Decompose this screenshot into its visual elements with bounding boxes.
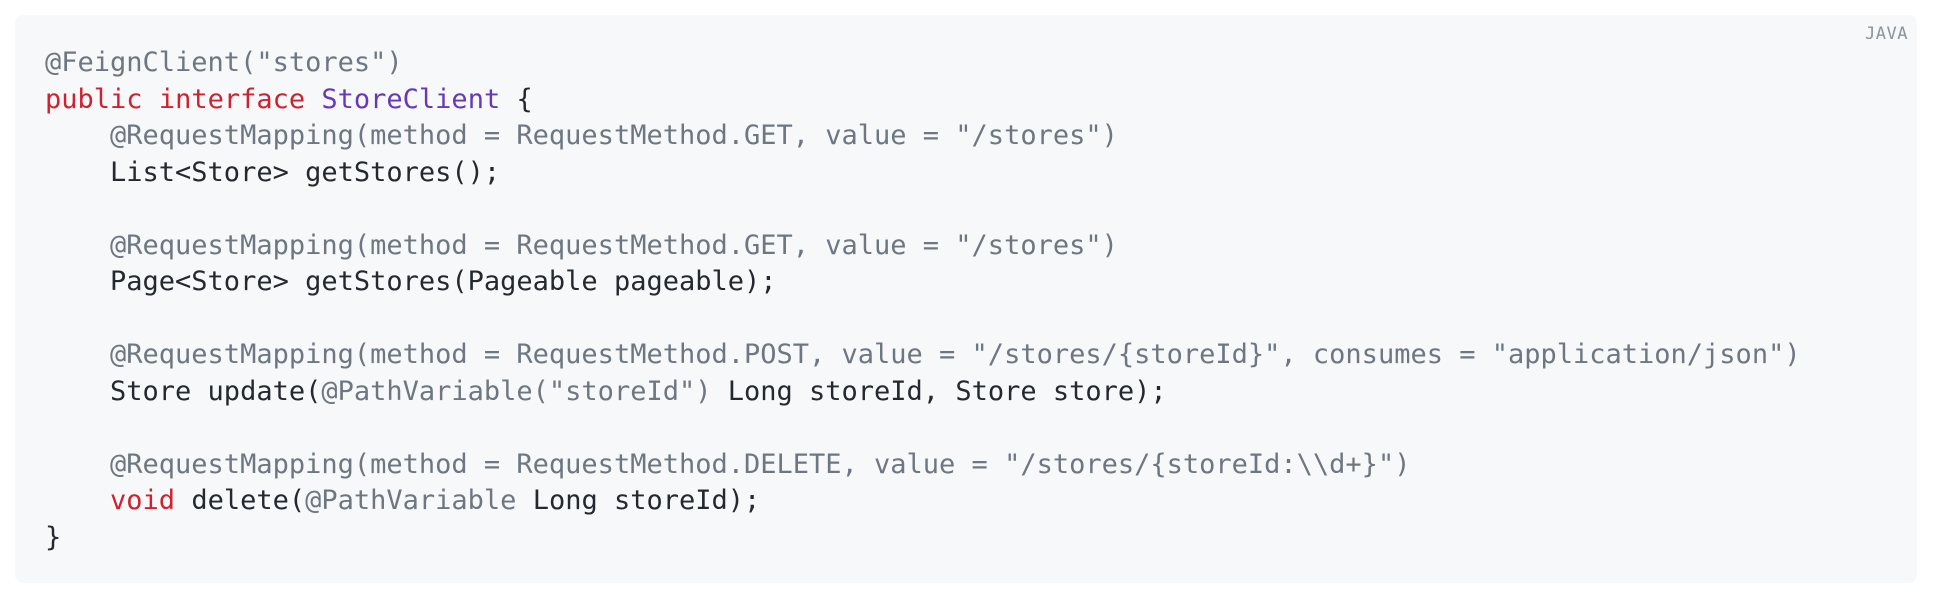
code-line: @RequestMapping(method = RequestMethod.G… (45, 228, 1801, 265)
code-token: Store update( (45, 375, 322, 407)
code-token: Page<Store> getStores(Pageable pageable)… (45, 266, 777, 297)
code-token: public (45, 83, 143, 115)
code-token: delete( (175, 485, 306, 516)
code-token (305, 84, 321, 115)
code-line: List<Store> getStores(); (45, 155, 1801, 192)
code-line: } (45, 520, 1801, 557)
code-line: @RequestMapping(method = RequestMethod.D… (45, 447, 1801, 484)
code-token: void (110, 485, 176, 516)
code-line: void delete(@PathVariable Long storeId); (45, 483, 1801, 520)
code-line: @RequestMapping(method = RequestMethod.G… (45, 118, 1801, 155)
code-token: List<Store> getStores(); (45, 156, 501, 188)
code-token: Long storeId); (516, 485, 761, 516)
code-token: @PathVariable("storeId") (321, 375, 712, 407)
code-token: @RequestMapping(method = RequestMethod.D… (45, 448, 1411, 480)
code-token: @RequestMapping(method = RequestMethod.G… (45, 229, 1118, 261)
code-token: StoreClient (321, 83, 501, 115)
code-token: } (45, 521, 62, 553)
code-line: @FeignClient("stores") (45, 45, 1801, 82)
code-line: Page<Store> getStores(Pageable pageable)… (45, 264, 1801, 301)
code-token: interface (158, 83, 306, 115)
code-block: JAVA @FeignClient("stores") public interf… (15, 15, 1917, 583)
code-token (143, 84, 159, 115)
code-line: ​ (45, 301, 1801, 338)
code-token: @FeignClient("stores") (45, 47, 403, 78)
code-token (45, 485, 110, 516)
code-line: ​ (45, 191, 1801, 228)
code-token: Long storeId, Store store); (711, 375, 1167, 407)
code-line: Store update(@PathVariable("storeId") Lo… (45, 374, 1801, 411)
code-line: public interface StoreClient { (45, 82, 1801, 119)
code-token: @RequestMapping(method = RequestMethod.G… (45, 120, 1118, 151)
code-line: @RequestMapping(method = RequestMethod.P… (45, 337, 1801, 374)
code-token: { (500, 83, 533, 115)
code-line: ​ (45, 410, 1801, 447)
code-content: @FeignClient("stores") public interface S… (45, 45, 1801, 556)
language-badge: JAVA (1865, 24, 1908, 44)
code-token: @RequestMapping(method = RequestMethod.P… (45, 339, 1801, 370)
code-token: @PathVariable (305, 485, 517, 516)
